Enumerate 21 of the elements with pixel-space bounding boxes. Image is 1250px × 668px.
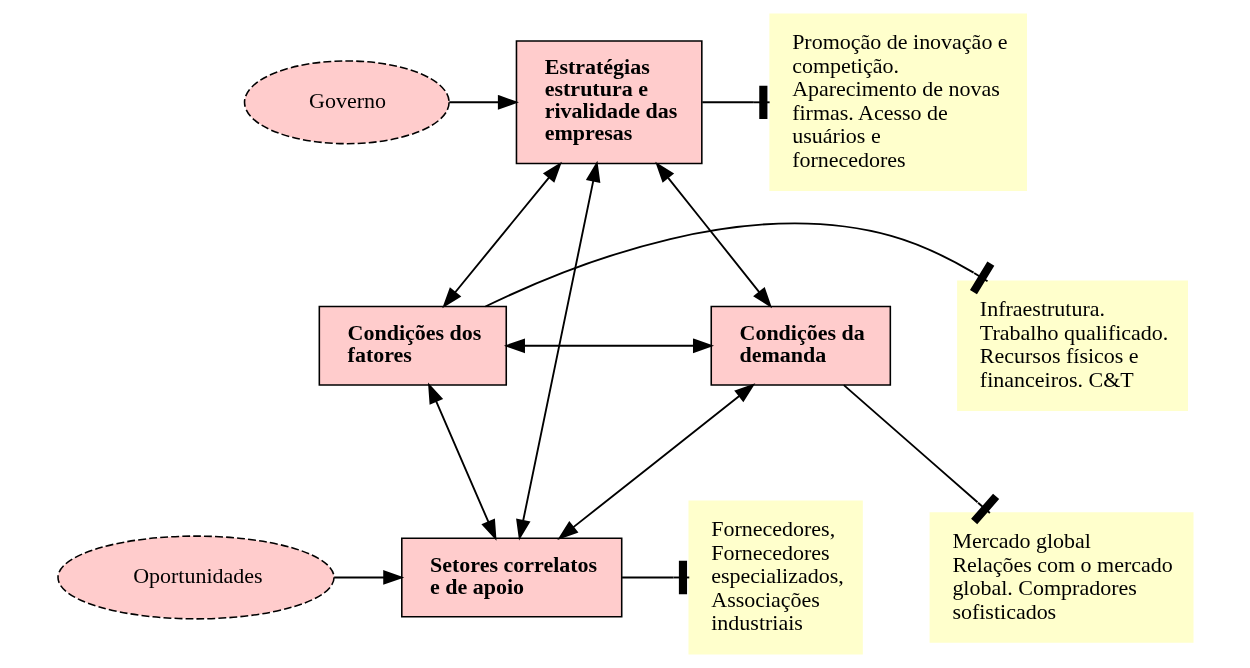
arrow <box>427 382 497 541</box>
node-box: Infraestrutura. Trabalho qualificado. Recursos físicos e financeiros. C&T <box>956 280 1188 411</box>
node-ellipse: Governo <box>243 60 450 145</box>
arrow <box>503 338 714 354</box>
node-box: Fornecedores, Fornecedores especializados, Associações industriais <box>687 500 863 655</box>
node-box: Estratégias estrutura e rivalidade das empresas <box>515 40 703 165</box>
node-ellipse: Oportunidades <box>56 535 335 620</box>
arrow <box>441 161 562 309</box>
node-box: Promoção de inovação e competição. Aparecimento de novas firmas. Acesso de usuários e fornecedores <box>768 13 1027 192</box>
arrow <box>515 160 600 541</box>
arrow <box>556 383 755 540</box>
node-box: Mercado global Relações com o mercado global. Compradores sofisticados <box>929 512 1193 643</box>
connector <box>842 384 999 525</box>
arrow <box>332 570 404 585</box>
node-box: Condições da demanda <box>709 305 891 386</box>
arrow <box>654 161 772 309</box>
connector <box>484 222 994 308</box>
arrow <box>447 94 519 110</box>
node-box: Setores correlatos e de apoio <box>400 537 622 618</box>
connector <box>700 85 771 119</box>
node-box: Condições dos fatores <box>318 305 507 386</box>
